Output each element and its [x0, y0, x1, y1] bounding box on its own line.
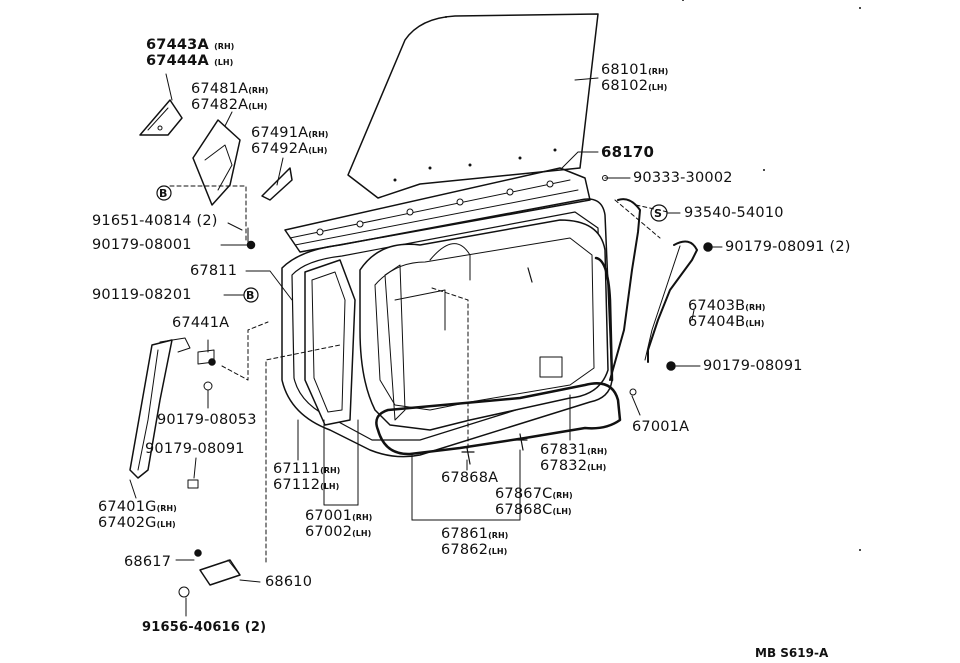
label-suffix: (RH) [648, 67, 669, 76]
label-suffix: (LH) [488, 547, 508, 556]
door-check [199, 559, 241, 586]
label-90179-08091-2: 90179-08091 (2) [725, 239, 851, 255]
label-text: 67867C [495, 486, 553, 502]
label-suffix: (RH) [308, 130, 329, 139]
label-suffix: (RH) [552, 491, 573, 500]
label-68101: 68101(RH) 68102(LH) [601, 63, 668, 95]
label-suffix: (LH) [552, 507, 572, 516]
label-text: 67481A [191, 81, 249, 97]
label-text: 67862 [441, 542, 489, 558]
label-suffix: (LH) [352, 529, 372, 538]
label-68610: 68610 [265, 574, 313, 590]
label-67481a: 67481A(RH) 67482A(LH) [191, 82, 268, 114]
label-67868a: 67868A [441, 470, 499, 486]
label-suffix: (RH) [248, 86, 269, 95]
label-90179-08091-c: 90179-08091 [145, 441, 245, 457]
door-outer-panel [281, 198, 613, 458]
label-text: 67402G [98, 515, 157, 531]
label-67111: 67111(RH) 67112(LH) [273, 462, 340, 494]
label-67401g: 67401G(RH) 67402G(LH) [98, 500, 177, 532]
label-suffix: (RH) [214, 42, 235, 51]
mirror-mount-67481 [192, 119, 241, 206]
label-text: 67111 [273, 461, 321, 477]
label-suffix: (RH) [488, 531, 509, 540]
label-text: 67832 [540, 458, 588, 474]
label-text: 67861 [441, 526, 489, 542]
diagram-code: MB S619-A [755, 646, 829, 660]
label-text: 68101 [601, 62, 649, 78]
label-suffix: (LH) [248, 102, 268, 111]
label-text: 67403B [688, 298, 746, 314]
label-90179-08001: 90179-08001 [92, 237, 192, 253]
door-glass [347, 13, 599, 199]
label-67491a: 67491A(RH) 67492A(LH) [251, 126, 328, 158]
marker-b-1: B [159, 187, 168, 200]
label-suffix: (RH) [156, 504, 177, 513]
label-suffix: (RH) [587, 447, 608, 456]
label-68170: 68170 [601, 143, 655, 161]
label-text: 67868C [495, 502, 553, 518]
label-68617: 68617 [124, 554, 172, 570]
label-suffix: (LH) [308, 146, 328, 155]
label-suffix: (LH) [587, 463, 607, 472]
label-67441a: 67441A [172, 315, 230, 331]
label-91651-40814: 91651-40814 (2) [92, 213, 218, 229]
label-93540-54010: 93540-54010 [684, 205, 784, 221]
marker-b-2: B [246, 289, 255, 302]
label-text: 67482A [191, 97, 249, 113]
pillar-front [129, 339, 173, 479]
label-90119-08201: 90119-08201 [92, 287, 192, 303]
label-text: 67831 [540, 442, 588, 458]
label-suffix: (LH) [648, 83, 668, 92]
label-67867c: 67867C(RH) 67868C(LH) [495, 487, 573, 519]
label-text: 67002 [305, 524, 353, 540]
bolt-marker-icon [156, 185, 172, 201]
mirror-mount-67443 [139, 99, 183, 136]
label-suffix: (RH) [320, 466, 341, 475]
window-run-channel [284, 167, 591, 253]
label-suffix: (LH) [745, 319, 765, 328]
door-frame-rear [609, 198, 641, 381]
label-text: 67404B [688, 314, 746, 330]
label-90179-08053: 90179-08053 [157, 412, 257, 428]
label-67001: 67001(RH) 67002(LH) [305, 509, 372, 541]
label-67831: 67831(RH) 67832(LH) [540, 443, 607, 475]
label-suffix: (RH) [352, 513, 373, 522]
label-text: 67401G [98, 499, 157, 515]
label-67443a: 67443A (RH) 67444A (LH) [146, 38, 234, 70]
label-text: 67443A [146, 37, 209, 53]
label-suffix: (RH) [745, 303, 766, 312]
label-suffix: (LH) [214, 58, 234, 67]
label-text: 67491A [251, 125, 309, 141]
door-inner-panel [359, 219, 609, 431]
door-weatherstrip [375, 382, 622, 456]
label-90333-30002: 90333-30002 [633, 170, 733, 186]
label-90179-08091-b: 90179-08091 [703, 358, 803, 374]
marker-s: S [654, 207, 663, 220]
label-67403b: 67403B(RH) 67404B(LH) [688, 299, 765, 331]
label-suffix: (LH) [156, 520, 176, 529]
label-67811: 67811 [190, 263, 238, 279]
label-91656-40616: 91656-40616 (2) [142, 620, 267, 635]
label-text: 67444A [146, 53, 209, 69]
label-67861: 67861(RH) 67862(LH) [441, 527, 508, 559]
label-text: 67001 [305, 508, 353, 524]
label-suffix: (LH) [320, 482, 340, 491]
label-text: 68102 [601, 78, 649, 94]
label-67001a: 67001A [632, 419, 690, 435]
label-text: 67112 [273, 477, 321, 493]
label-text: 67492A [251, 141, 309, 157]
